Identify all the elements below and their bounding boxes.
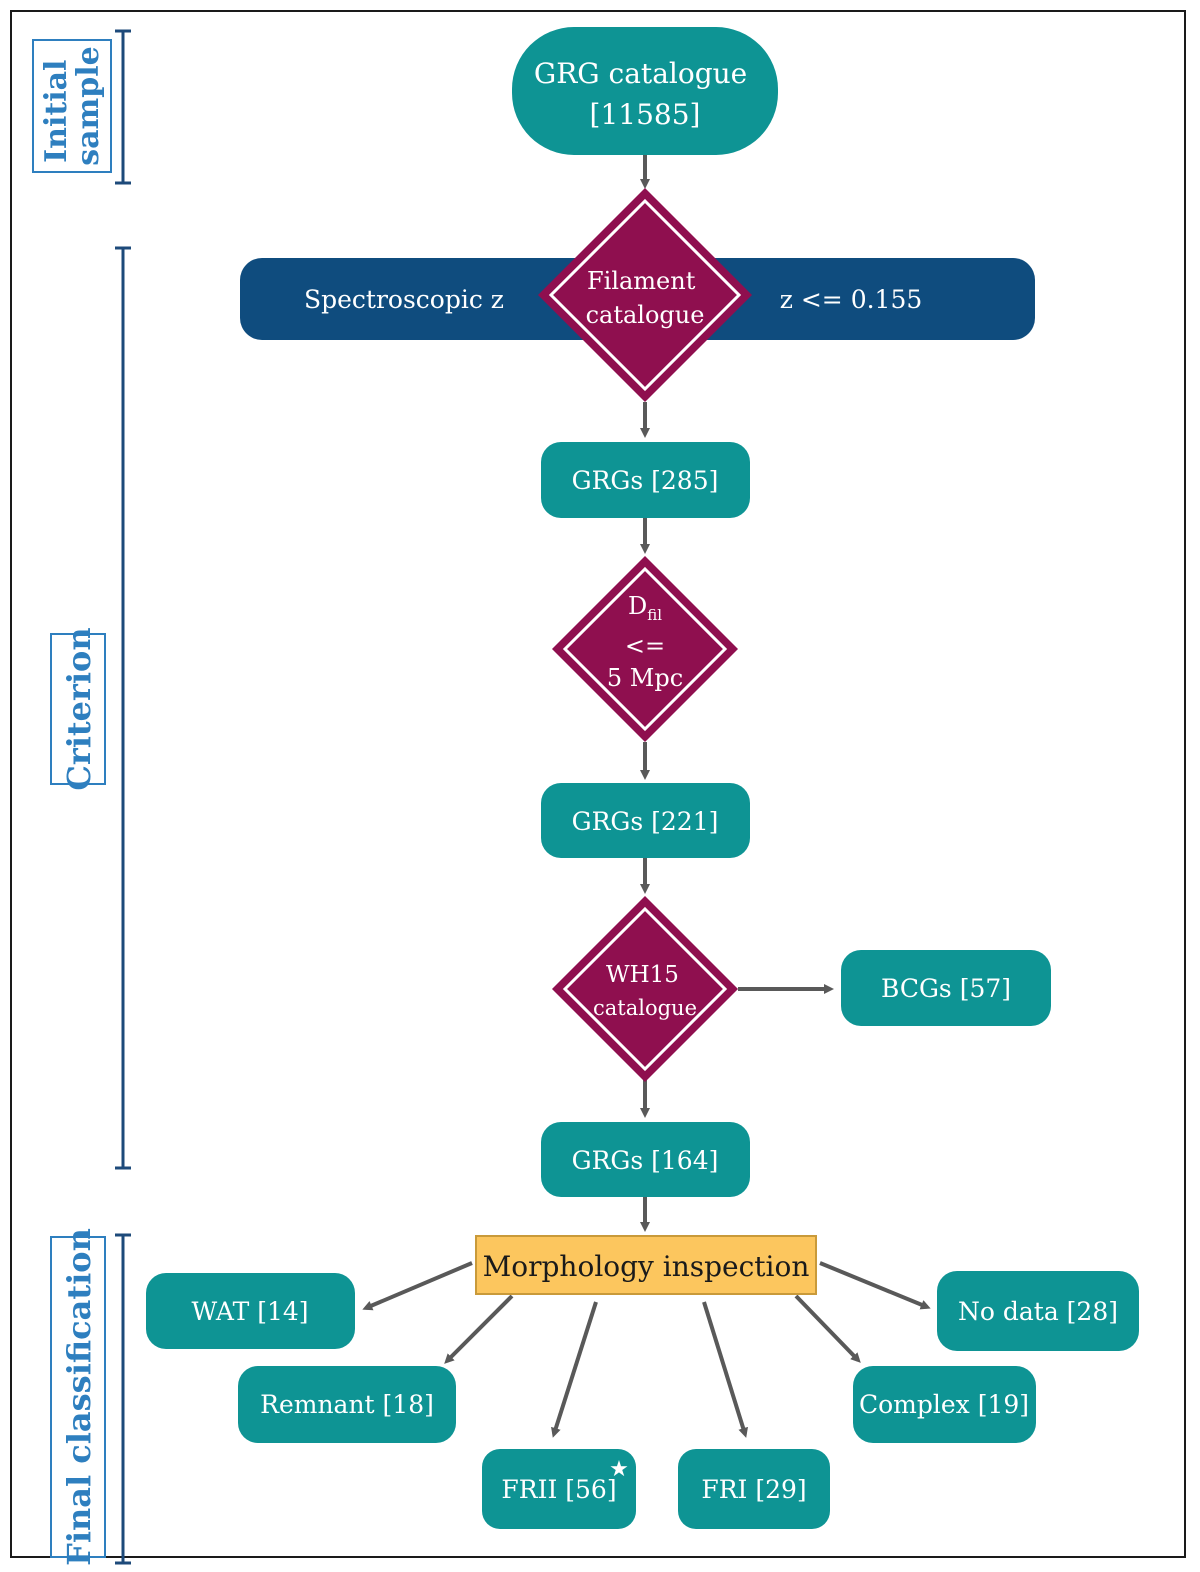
node-frii: FRII [56] ★: [482, 1449, 636, 1529]
arrow-morphology-to-frii: [551, 1301, 598, 1438]
bracket-criterion: [115, 246, 131, 1170]
dfil-main: D: [628, 592, 647, 620]
svg-text:Dfil: Dfil: [628, 592, 662, 624]
grgs-285-text: GRGs [285]: [572, 466, 719, 495]
node-morphology-inspection: Morphology inspection: [475, 1235, 817, 1295]
node-complex: Complex [19]: [853, 1366, 1036, 1443]
no-data-text: No data [28]: [958, 1297, 1118, 1326]
node-wat: WAT [14]: [146, 1273, 355, 1349]
node-fri: FRI [29]: [678, 1449, 830, 1529]
dfil-sub: fil: [647, 606, 662, 624]
side-label-initial-line1: Initial: [39, 60, 74, 163]
dfil-value: 5 Mpc: [607, 664, 683, 692]
complex-text: Complex [19]: [859, 1390, 1029, 1419]
side-label-criterion: Criterion: [50, 627, 106, 791]
side-label-final-classification: Final classification: [50, 1228, 106, 1566]
grg-catalogue-line2: [11585]: [590, 98, 701, 131]
grgs-164-text: GRGs [164]: [572, 1146, 719, 1175]
node-grgs-285: GRGs [285]: [541, 442, 750, 518]
node-grgs-164: GRGs [164]: [541, 1122, 750, 1197]
grgs-221-text: GRGs [221]: [572, 807, 719, 836]
side-label-final-text: Final classification: [60, 1228, 98, 1566]
arrow-morphology-to-fri: [702, 1301, 748, 1438]
node-bcgs: BCGs [57]: [841, 950, 1051, 1026]
svg-text:GRG catalogue [11585]: GRG catalogue [11585]: [534, 57, 756, 131]
frii-star-icon: ★: [609, 1457, 629, 1482]
dfil-le: <=: [625, 632, 665, 660]
arrow-morphology-to-complex: [794, 1294, 861, 1363]
arrow-morphology-to-no-data: [819, 1261, 931, 1310]
bracket-final: [115, 1233, 131, 1565]
side-label-criterion-text: Criterion: [60, 627, 98, 790]
node-grg-catalogue: GRG catalogue [11585]: [512, 27, 778, 155]
svg-text:WH15 catalogue: WH15 catalogue: [593, 962, 697, 1020]
filament-line1: Filament: [587, 267, 696, 295]
node-wh15-catalogue: WH15 catalogue: [552, 896, 738, 1082]
node-dfil-cut: Dfil <= 5 Mpc: [552, 556, 738, 742]
morphology-text: Morphology inspection: [483, 1250, 810, 1283]
node-remnant: Remnant [18]: [238, 1366, 456, 1443]
arrow-morphology-to-remnant: [444, 1294, 514, 1364]
remnant-text: Remnant [18]: [260, 1390, 434, 1419]
fri-text: FRI [29]: [701, 1475, 806, 1504]
side-label-initial-line2: sample: [71, 46, 106, 166]
wh15-line2: catalogue: [593, 996, 697, 1020]
z-cut-text: z <= 0.155: [780, 285, 923, 314]
arrow-morphology-to-wat: [362, 1261, 473, 1311]
arrows: [362, 155, 931, 1438]
wh15-line1: WH15: [606, 962, 679, 988]
node-grgs-221: GRGs [221]: [541, 783, 750, 858]
frii-text: FRII [56]: [501, 1475, 616, 1504]
filament-line2: catalogue: [586, 301, 705, 329]
node-filament-catalogue: Filament catalogue: [538, 188, 752, 402]
svg-text:Filament catalogue: Filament catalogue: [586, 267, 705, 329]
svg-text:Initial sample: Initial sample: [39, 46, 106, 166]
bracket-initial: [115, 29, 131, 185]
grg-catalogue-line1: GRG catalogue: [534, 57, 747, 90]
side-label-initial-sample: Initial sample: [32, 39, 112, 173]
bcgs-text: BCGs [57]: [881, 974, 1011, 1003]
wat-text: WAT [14]: [191, 1297, 308, 1326]
diagram-frame: [10, 10, 1186, 1558]
node-no-data: No data [28]: [937, 1271, 1139, 1351]
spectroscopic-z-text: Spectroscopic z: [304, 285, 504, 314]
